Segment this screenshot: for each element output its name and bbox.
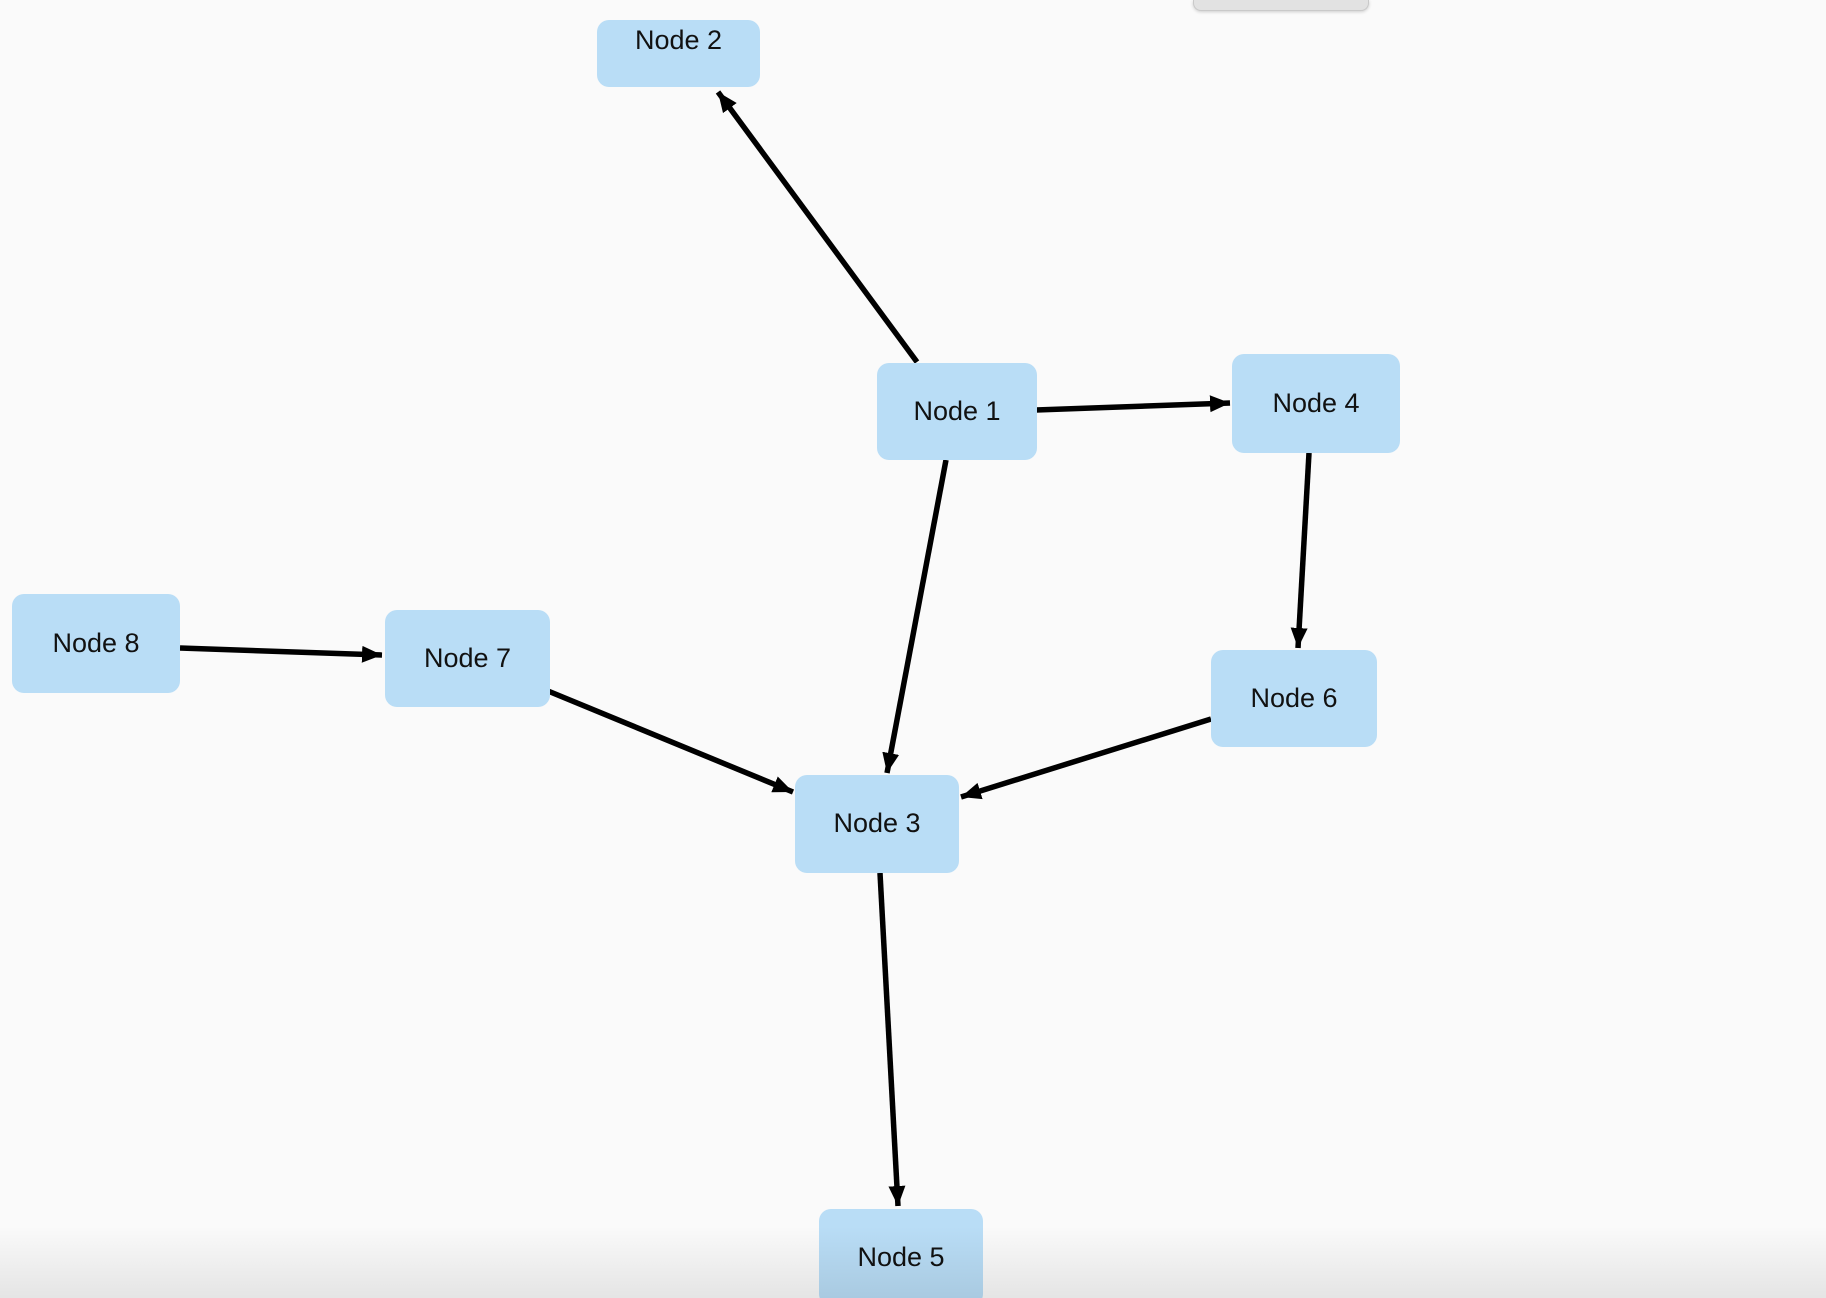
edge-node-7-to-node-3[interactable] xyxy=(546,688,795,795)
node-node-2[interactable]: Node 2 xyxy=(597,20,760,87)
node-node-7[interactable]: Node 7 xyxy=(385,610,550,707)
node-node-5[interactable]: Node 5 xyxy=(819,1209,983,1298)
clipped-panel[interactable] xyxy=(1193,0,1369,11)
node-label: Node 5 xyxy=(857,1241,945,1272)
node-label: Node 6 xyxy=(1250,682,1338,713)
edge-node-3-to-node-5[interactable] xyxy=(877,872,906,1207)
node-label: Node 4 xyxy=(1272,387,1360,418)
node-label: Node 3 xyxy=(833,808,921,839)
edge-node-6-to-node-3[interactable] xyxy=(960,716,1212,800)
node-node-8[interactable]: Node 8 xyxy=(12,594,180,693)
edge-node-1-to-node-2[interactable] xyxy=(715,90,920,364)
edge-node-1-to-node-3[interactable] xyxy=(882,459,949,774)
node-label: Node 2 xyxy=(634,25,723,55)
node-node-6[interactable]: Node 6 xyxy=(1211,650,1377,747)
node-node-1[interactable]: Node 1 xyxy=(877,363,1037,460)
edge-node-8-to-node-7[interactable] xyxy=(179,645,383,663)
edge-node-4-to-node-6[interactable] xyxy=(1290,452,1312,649)
edge-node-1-to-node-4[interactable] xyxy=(1035,395,1231,413)
node-label: Node 7 xyxy=(423,642,512,673)
node-node-4[interactable]: Node 4 xyxy=(1232,354,1400,453)
node-label: Node 8 xyxy=(52,627,140,658)
node-label: Node 1 xyxy=(913,395,1001,426)
node-node-3[interactable]: Node 3 xyxy=(795,775,959,873)
